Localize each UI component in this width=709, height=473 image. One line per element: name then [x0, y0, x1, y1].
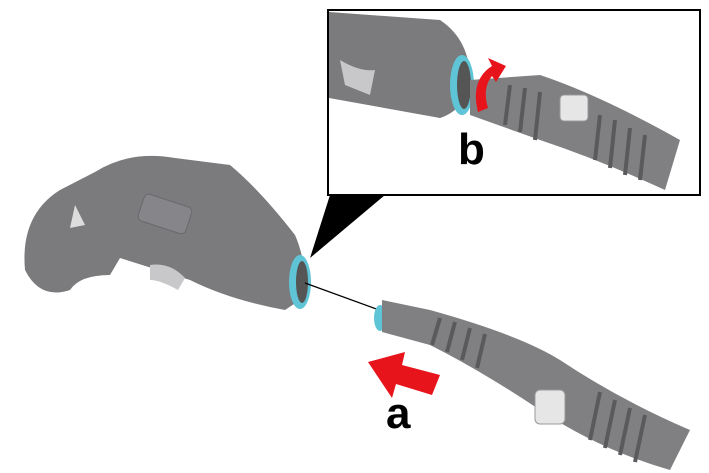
spray-gun [24, 155, 311, 310]
insert-arrow-icon [368, 352, 440, 398]
inset-gun-end [329, 12, 474, 118]
step-label-b: b [458, 125, 485, 174]
callout-pointer [310, 195, 385, 258]
nozzle-lance [374, 300, 690, 470]
inset-nozzle [470, 75, 680, 190]
alignment-line [304, 282, 383, 312]
rotate-arrow-icon [475, 58, 506, 112]
step-label-a: a [386, 389, 411, 438]
